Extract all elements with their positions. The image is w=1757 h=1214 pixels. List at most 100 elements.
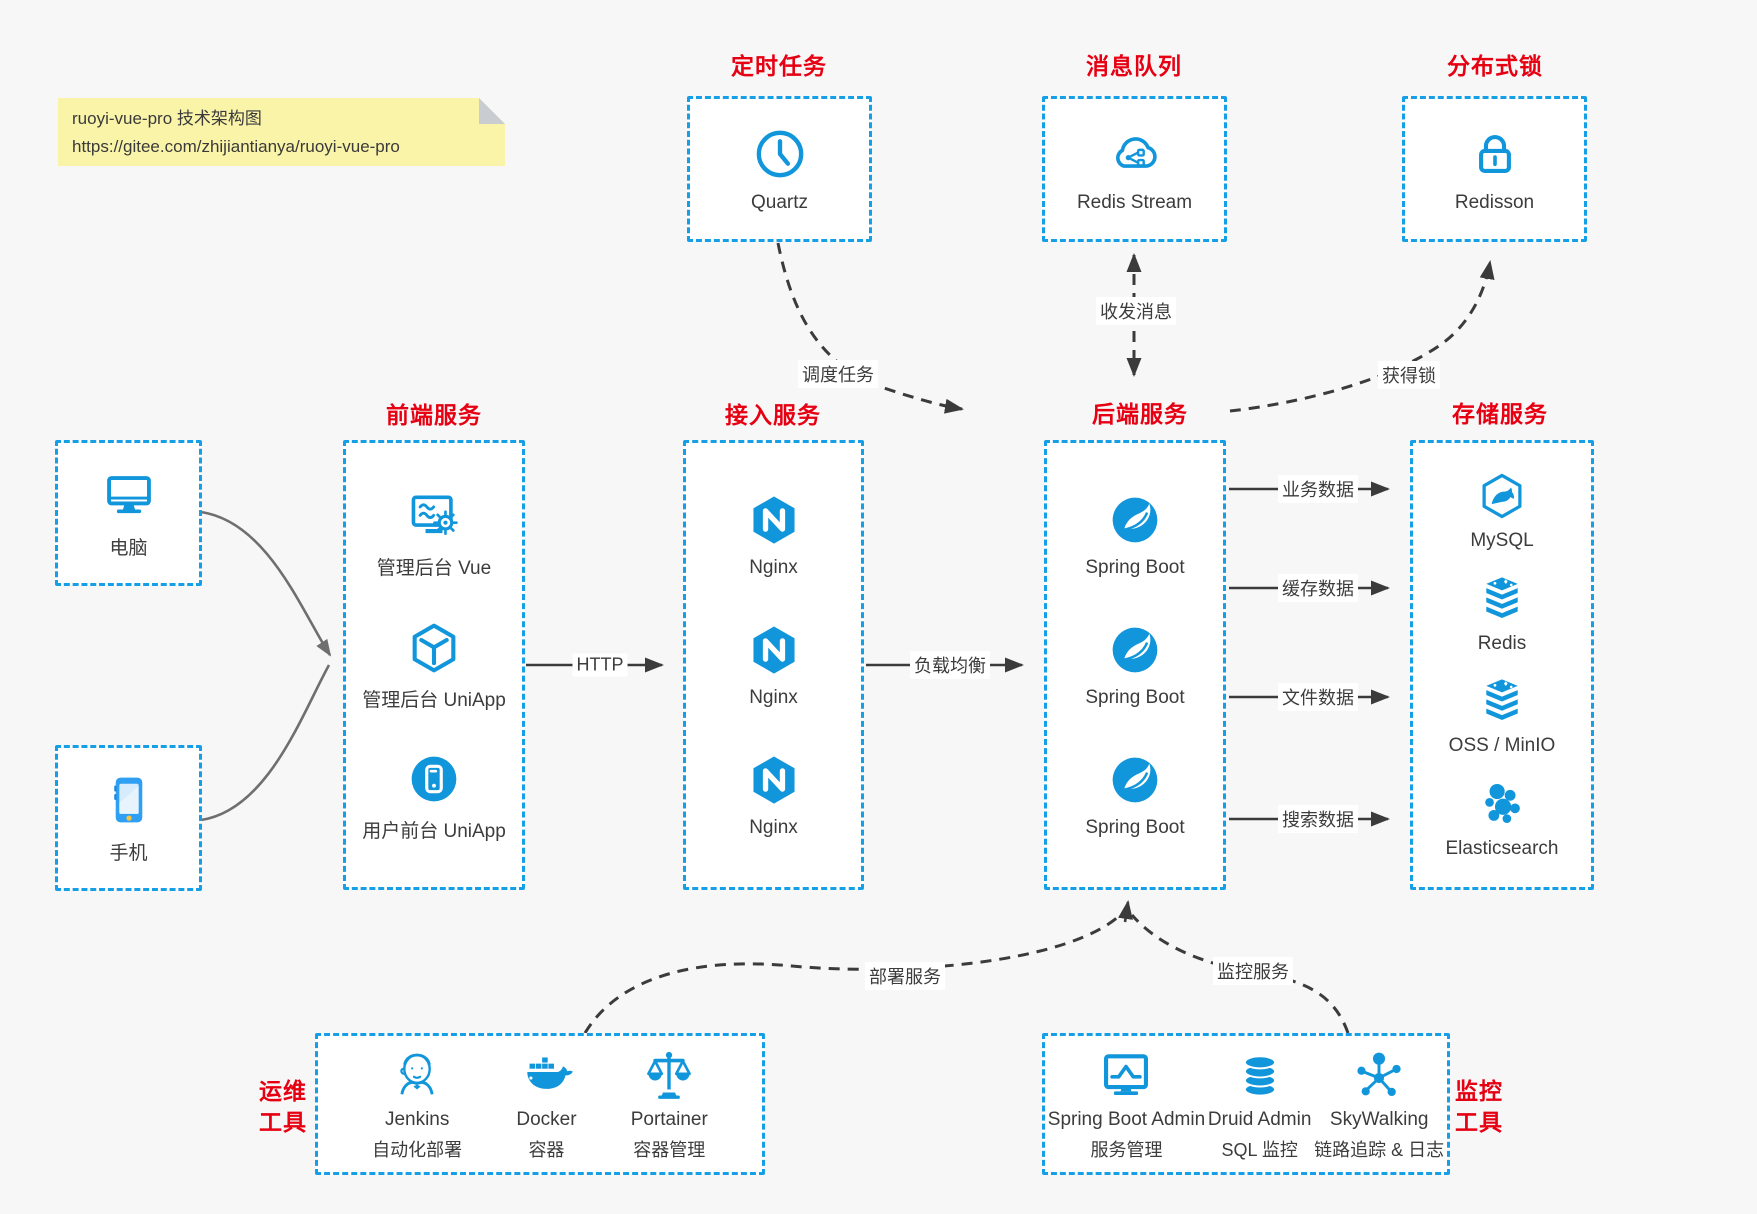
nginx-label-1: Nginx	[749, 557, 798, 578]
edge-deploy	[583, 915, 1119, 1034]
portainer-desc: 容器管理	[633, 1140, 706, 1160]
edge-merge-arrow	[1118, 900, 1133, 923]
redisson-box: Redisson	[1402, 96, 1587, 242]
node-nginx-2: Nginx	[745, 621, 803, 709]
oss-minio-label: OSS / MinIO	[1448, 735, 1556, 757]
user-uniapp-icon	[405, 750, 463, 808]
docker-desc: 容器	[528, 1140, 565, 1160]
jenkins-icon	[388, 1046, 446, 1104]
phone-box: 手机	[55, 745, 202, 891]
edge-label-schedule: 调度任务	[798, 360, 878, 388]
title-frontend-services: 前端服务	[386, 402, 482, 428]
mysql-label: MySQL	[1470, 529, 1534, 551]
edge-label-acquire-lock: 获得锁	[1378, 361, 1440, 389]
docker-label: Docker	[516, 1109, 577, 1130]
node-nginx-1: Nginx	[745, 491, 803, 579]
spring-boot-icon	[1106, 751, 1164, 809]
spring-boot-icon	[1106, 621, 1164, 679]
node-nginx-3: Nginx	[745, 751, 803, 839]
druid-admin-desc: SQL 监控	[1221, 1140, 1298, 1160]
redis-label: Redis	[1477, 632, 1527, 654]
docker-icon	[517, 1046, 575, 1104]
nginx-icon	[745, 621, 803, 679]
node-springboot-1: Spring Boot	[1085, 491, 1185, 579]
title-ops-tools: 运维 工具	[259, 1077, 307, 1135]
springboot-label-1: Spring Boot	[1085, 557, 1185, 578]
note-fold-corner	[479, 98, 505, 124]
skywalking-label: SkyWalking	[1329, 1109, 1429, 1130]
monitoring-tools-box: Spring Boot Admin 服务管理 Druid Admin SQL 监…	[1042, 1033, 1450, 1175]
redisson-label: Redisson	[1454, 191, 1535, 213]
redis-stream-label: Redis Stream	[1076, 191, 1193, 213]
cloud-mq-icon	[1106, 125, 1164, 183]
clock-icon	[751, 125, 809, 183]
title-storage-services: 存储服务	[1452, 401, 1548, 427]
jenkins-label: Jenkins	[384, 1109, 450, 1130]
oss-stack-icon	[1476, 675, 1528, 727]
node-user-uniapp: 用户前台 UniApp	[362, 750, 506, 843]
spring-boot-admin-desc: 服务管理	[1090, 1140, 1163, 1160]
smartphone-icon	[100, 771, 158, 829]
admin-uniapp-label: 管理后台 UniApp	[362, 689, 506, 711]
edge-acquire-lock	[1229, 260, 1495, 413]
springboot-label-2: Spring Boot	[1085, 687, 1185, 708]
title-distributed-lock: 分布式锁	[1447, 53, 1543, 79]
edge-label-cache-data: 缓存数据	[1278, 574, 1358, 602]
node-druid-admin: Druid Admin SQL 监控	[1207, 1046, 1312, 1162]
portainer-icon	[640, 1046, 698, 1104]
edge-phone-to-frontend	[200, 664, 331, 822]
edge-label-search-data: 搜索数据	[1278, 805, 1358, 833]
edge-label-load-balance: 负载均衡	[910, 651, 990, 679]
uniapp-cube-icon	[405, 619, 463, 677]
redis-stack-icon	[1476, 573, 1528, 625]
admin-vue-icon	[405, 487, 463, 545]
node-springboot-3: Spring Boot	[1085, 751, 1185, 839]
edge-label-deploy: 部署服务	[865, 962, 945, 990]
spring-boot-admin-icon	[1097, 1046, 1155, 1104]
edge-label-monitor: 监控服务	[1213, 957, 1293, 985]
node-jenkins: Jenkins 自动化部署	[372, 1046, 462, 1162]
sticky-note: ruoyi-vue-pro 技术架构图 https://gitee.com/zh…	[58, 98, 505, 166]
frontend-services-box: 管理后台 Vue 管理后台 UniApp 用户前台 UniApp	[343, 440, 525, 890]
node-elasticsearch: Elasticsearch	[1446, 778, 1559, 860]
edge-label-http: HTTP	[572, 653, 628, 677]
mysql-icon	[1476, 470, 1528, 522]
quartz-box: Quartz	[687, 96, 872, 242]
title-backend-services: 后端服务	[1092, 401, 1188, 427]
note-title: ruoyi-vue-pro 技术架构图	[72, 109, 262, 128]
node-portainer: Portainer 容器管理	[631, 1046, 708, 1162]
ops-tools-box: Jenkins 自动化部署 Docker 容器 Portainer 容器管理	[315, 1033, 765, 1175]
title-message-queue: 消息队列	[1086, 53, 1182, 79]
redis-stream-box: Redis Stream	[1042, 96, 1227, 242]
node-springboot-2: Spring Boot	[1085, 621, 1185, 709]
druid-database-icon	[1231, 1046, 1289, 1104]
node-skywalking: SkyWalking 链路追踪 & 日志	[1314, 1046, 1444, 1162]
note-url: https://gitee.com/zhijiantianya/ruoyi-vu…	[72, 136, 400, 156]
skywalking-icon	[1350, 1046, 1408, 1104]
computer-label: 电脑	[109, 538, 148, 559]
edge-label-message: 收发消息	[1096, 297, 1176, 325]
title-monitor-tools: 监控 工具	[1455, 1077, 1503, 1135]
portainer-label: Portainer	[630, 1109, 708, 1130]
druid-admin-label: Druid Admin	[1207, 1109, 1312, 1130]
edge-computer-to-frontend	[200, 510, 332, 657]
backend-services-box: Spring Boot Spring Boot Spring Boot	[1044, 440, 1226, 890]
skywalking-desc: 链路追踪 & 日志	[1314, 1140, 1445, 1160]
springboot-label-3: Spring Boot	[1085, 817, 1185, 838]
elasticsearch-label: Elasticsearch	[1445, 838, 1559, 860]
spring-boot-admin-label: Spring Boot Admin	[1047, 1109, 1206, 1130]
node-oss-minio: OSS / MinIO	[1448, 675, 1556, 757]
quartz-label: Quartz	[750, 191, 809, 213]
admin-vue-label: 管理后台 Vue	[376, 558, 492, 580]
node-mysql: MySQL	[1470, 470, 1534, 552]
title-scheduled-tasks: 定时任务	[731, 53, 827, 79]
node-spring-boot-admin: Spring Boot Admin 服务管理	[1048, 1046, 1205, 1162]
nginx-icon	[745, 751, 803, 809]
node-admin-uniapp: 管理后台 UniApp	[362, 619, 506, 712]
elasticsearch-icon	[1476, 778, 1528, 830]
user-uniapp-label: 用户前台 UniApp	[362, 820, 506, 842]
storage-services-box: MySQL Redis OSS / MinIO Elasticsearch	[1410, 440, 1594, 890]
edge-label-file-data: 文件数据	[1278, 683, 1358, 711]
computer-monitor-icon	[100, 466, 158, 524]
jenkins-desc: 自动化部署	[372, 1140, 463, 1160]
